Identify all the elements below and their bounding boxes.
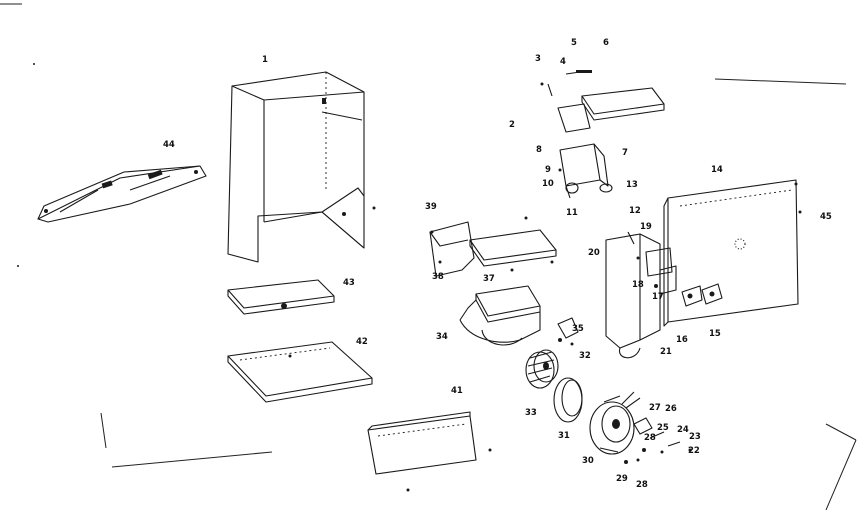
- callout-10: 10: [542, 179, 554, 189]
- callout-31: 31: [558, 431, 570, 441]
- callout-13: 13: [626, 180, 638, 190]
- callout-14: 14: [711, 165, 723, 175]
- callout-26: 26: [665, 404, 677, 414]
- part-7-valve-bracket: [558, 143, 613, 199]
- callout-24: 24: [677, 425, 689, 435]
- callout-43: 43: [343, 278, 355, 288]
- callout-5: 5: [571, 38, 577, 48]
- callout-25: 25: [657, 423, 669, 433]
- part-38-side-bracket: [429, 221, 475, 277]
- part-blower-top-plate: [469, 216, 557, 267]
- callout-11: 11: [566, 208, 578, 218]
- part-34-blower-housing: [459, 268, 541, 346]
- callout-9: 9: [545, 165, 551, 175]
- callout-21: 21: [660, 347, 672, 357]
- part-14-heat-exchanger-panel: [663, 179, 802, 327]
- callout-32: 32: [579, 351, 591, 361]
- part-16-burner-manifold: [605, 231, 723, 359]
- part-30-blower-motor: [589, 391, 641, 455]
- callout-labels: 1 2 3 4 5 6 7 8 9 10 11 12 13 14 15 16 1…: [163, 38, 832, 490]
- callout-1: 1: [262, 55, 268, 65]
- callout-2: 2: [509, 120, 515, 130]
- callout-23: 23: [689, 432, 701, 442]
- callout-6: 6: [603, 38, 609, 48]
- callout-37: 37: [483, 274, 495, 284]
- callout-45: 45: [820, 212, 832, 222]
- callout-34: 34: [436, 332, 448, 342]
- part-44-control-bracket: [37, 165, 207, 223]
- part-1-cabinet: [227, 71, 376, 263]
- callout-20: 20: [588, 248, 600, 258]
- callout-18: 18: [632, 280, 644, 290]
- callout-33: 33: [525, 408, 537, 418]
- callout-29: 29: [616, 474, 628, 484]
- callout-4: 4: [560, 57, 566, 67]
- callout-38: 38: [432, 272, 444, 282]
- callout-8: 8: [536, 145, 542, 155]
- callout-17: 17: [652, 292, 664, 302]
- scan-marks: [0, 3, 857, 511]
- callout-22: 22: [688, 446, 700, 456]
- callout-3: 3: [535, 54, 541, 64]
- callout-12: 12: [629, 206, 641, 216]
- part-2-burner-top: [540, 70, 665, 133]
- callout-39: 39: [425, 202, 437, 212]
- callout-42: 42: [356, 337, 368, 347]
- callout-44: 44: [163, 140, 175, 150]
- callout-28-lower: 28: [636, 480, 648, 490]
- callout-35: 35: [572, 324, 584, 334]
- part-31-motor-ring: [553, 377, 583, 423]
- part-22-29-hardware: [624, 417, 692, 464]
- callout-27: 27: [649, 403, 661, 413]
- part-41-front-panel: [367, 411, 492, 492]
- callout-15: 15: [709, 329, 721, 339]
- part-42-base-pan: [227, 341, 373, 403]
- callout-30: 30: [582, 456, 594, 466]
- callout-28-upper: 28: [644, 433, 656, 443]
- callout-7: 7: [622, 148, 628, 158]
- part-32-35-fasteners: [557, 317, 579, 346]
- callout-19: 19: [640, 222, 652, 232]
- part-33-blower-wheel: [525, 349, 559, 389]
- part-43-bottom-plate: [227, 279, 335, 315]
- callout-16: 16: [676, 335, 688, 345]
- callout-41: 41: [451, 386, 463, 396]
